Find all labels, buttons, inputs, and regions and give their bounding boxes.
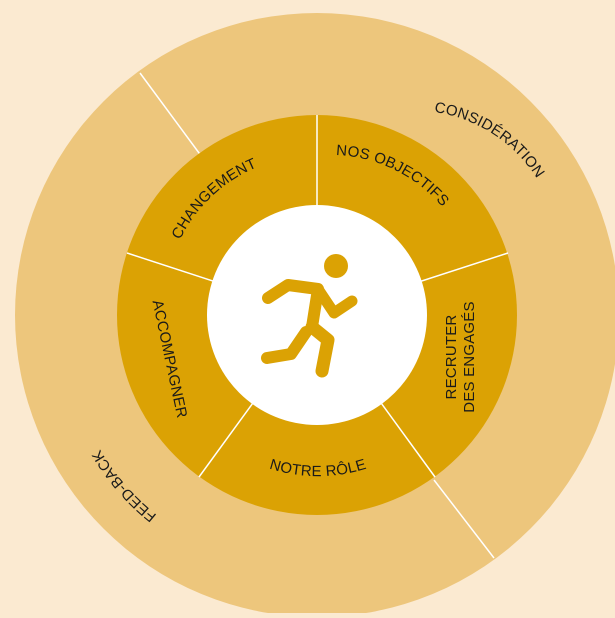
inner-label-engages: DES ENGAGÉS [461, 301, 478, 412]
inner-label-recruter: RECRUTER [443, 315, 460, 400]
outer-divider-bottom [433, 479, 495, 559]
inner-label-recruter-group: RECRUTER DES ENGAGÉS [443, 301, 478, 412]
running-person-icon [261, 254, 358, 378]
